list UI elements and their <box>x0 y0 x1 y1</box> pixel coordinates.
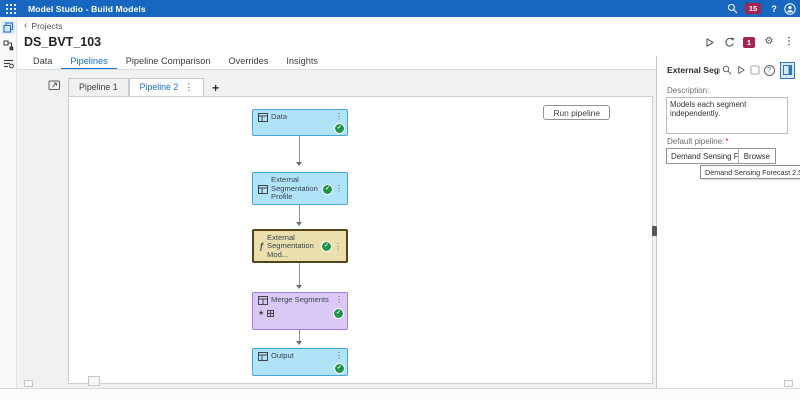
pipeline-tab-menu-icon[interactable]: ⋮ <box>184 82 194 92</box>
tabs-divider <box>17 69 656 70</box>
bottom-edge <box>0 388 800 400</box>
connector-line <box>296 136 302 166</box>
panel-splitter-handle[interactable] <box>652 226 657 236</box>
node-label: Merge Segments <box>271 295 329 305</box>
default-pipeline-field: Demand Sensing For... Browse <box>666 148 776 164</box>
pipeline-tab-2[interactable]: Pipeline 2 ⋮ <box>128 78 205 97</box>
runs-badge[interactable]: 1 <box>742 35 756 49</box>
description-label: Description: <box>667 86 710 95</box>
properties-panel-title: External Segm... <box>667 65 720 75</box>
data-table-icon <box>258 113 268 122</box>
function-icon: ƒ <box>259 241 265 251</box>
project-toolbar: 1 ⚙ ⋮ <box>702 34 796 50</box>
status-success-icon: ✓ <box>322 242 331 251</box>
panel-help-icon[interactable]: ? <box>762 63 776 77</box>
star-icon: ★ <box>258 310 265 317</box>
tab-pipeline-comparison[interactable]: Pipeline Comparison <box>125 56 211 66</box>
node-properties-panel: External Segm... ? Description: Models e… <box>656 56 800 388</box>
tab-pipelines[interactable]: Pipelines <box>61 52 117 70</box>
left-navigation-rail <box>0 17 17 400</box>
run-node-icon[interactable] <box>734 63 748 77</box>
breadcrumb-label: Projects <box>31 21 63 31</box>
profile-table-icon <box>258 184 268 194</box>
pipeline-workspace: Pipeline 1 Pipeline 2 ⋮ + Run pipeline D… <box>17 70 656 388</box>
rail-item-settings-list[interactable] <box>2 57 15 70</box>
pipeline-tab-1[interactable]: Pipeline 1 <box>68 78 129 97</box>
app-switcher-grid-icon[interactable] <box>6 3 16 14</box>
panel-toggle-icon[interactable] <box>780 61 795 79</box>
top-application-bar: Model Studio - Build Models 15 ? <box>0 0 800 17</box>
browse-button[interactable]: Browse <box>737 149 775 163</box>
default-pipeline-value[interactable]: Demand Sensing For... <box>671 152 738 161</box>
connector-line <box>296 330 302 345</box>
main-tab-bar: Data Pipelines Pipeline Comparison Overr… <box>17 52 656 70</box>
breadcrumb[interactable]: ‹ Projects <box>24 20 63 32</box>
node-menu-icon[interactable]: ⋮ <box>335 295 343 304</box>
node-label: Output <box>271 351 294 361</box>
status-success-icon: ✓ <box>335 364 344 373</box>
connector-line <box>296 205 302 226</box>
expand-icon[interactable] <box>48 79 62 92</box>
grid-mini-icon <box>267 310 275 317</box>
node-menu-icon[interactable]: ⋮ <box>335 112 343 121</box>
node-label: Data <box>271 112 288 122</box>
node-output[interactable]: Output ⋮ ✓ <box>252 348 348 376</box>
notifications-badge[interactable]: 15 <box>740 0 766 17</box>
runs-count: 1 <box>742 36 756 48</box>
pipeline-tab-2-label: Pipeline 2 <box>139 82 179 92</box>
notification-count: 15 <box>744 3 762 14</box>
rail-item-pipelines[interactable] <box>1 21 15 34</box>
pipeline-canvas[interactable]: Run pipeline <box>68 96 653 384</box>
status-success-icon: ✓ <box>335 124 344 133</box>
scroll-indicator[interactable] <box>88 376 100 386</box>
zoom-search-icon[interactable] <box>720 63 734 77</box>
node-merge-segments[interactable]: Merge Segments ⋮ ★ ✓ <box>252 292 348 330</box>
node-menu-icon[interactable]: ⋮ <box>335 351 343 360</box>
pipeline-tab-bar: Pipeline 1 Pipeline 2 ⋮ + <box>68 77 219 97</box>
run-pipeline-button[interactable]: Run pipeline <box>543 105 610 120</box>
run-project-icon[interactable] <box>702 35 716 49</box>
properties-panel-header: External Segm... ? <box>657 60 798 80</box>
refresh-icon[interactable] <box>722 35 736 49</box>
scroll-indicator[interactable] <box>784 380 793 387</box>
status-success-icon: ✓ <box>334 309 343 318</box>
scroll-indicator[interactable] <box>24 380 33 387</box>
search-icon[interactable] <box>724 0 740 17</box>
user-avatar-icon[interactable] <box>782 0 798 17</box>
tab-data[interactable]: Data <box>33 56 53 66</box>
tab-overrides[interactable]: Overrides <box>228 56 269 66</box>
snapshot-icon[interactable] <box>748 63 762 77</box>
output-table-icon <box>258 352 268 361</box>
rail-item-flow[interactable] <box>2 39 15 52</box>
required-marker: * <box>725 137 729 146</box>
gear-icon[interactable]: ⚙ <box>764 36 774 47</box>
default-pipeline-tooltip: Demand Sensing Forecast 2.5.1 <box>700 165 800 179</box>
connector-line <box>296 263 302 289</box>
overflow-menu-icon[interactable]: ⋮ <box>784 36 794 47</box>
help-icon[interactable]: ? <box>771 3 777 14</box>
default-pipeline-label: Default pipeline:* <box>667 137 729 146</box>
merge-icon <box>258 296 268 305</box>
status-success-icon: ✓ <box>323 184 332 194</box>
node-data[interactable]: Data ⋮ ✓ <box>252 109 348 136</box>
page-title: DS_BVT_103 <box>24 35 102 49</box>
node-menu-icon[interactable]: ⋮ <box>335 184 343 193</box>
tab-insights[interactable]: Insights <box>286 56 318 66</box>
back-chevron-icon: ‹ <box>24 20 28 31</box>
description-textarea[interactable]: Models each segment independently. <box>666 97 788 134</box>
application-title: Model Studio - Build Models <box>28 3 146 14</box>
add-pipeline-icon[interactable]: + <box>212 81 220 95</box>
node-menu-icon[interactable]: ⋮ <box>334 241 342 251</box>
